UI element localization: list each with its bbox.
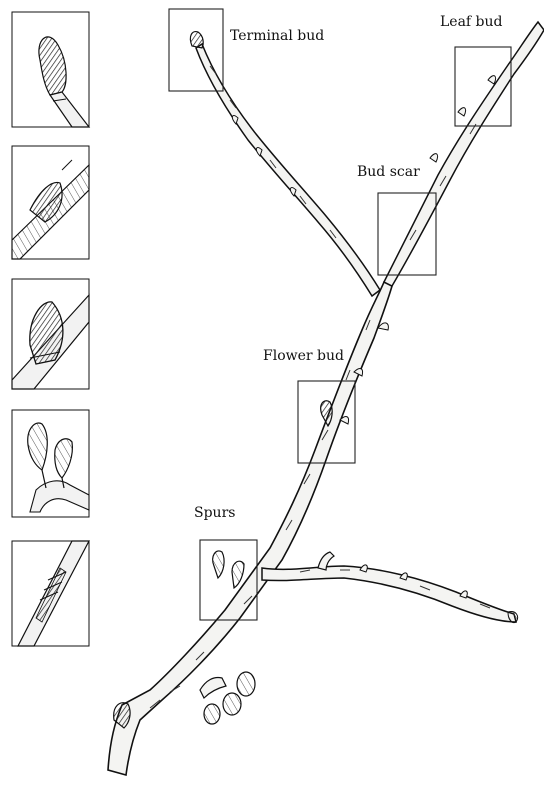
detail-panel-flower-bud xyxy=(12,279,89,389)
label-bud-scar: Bud scar xyxy=(357,164,420,180)
detail-panel-leaf-bud xyxy=(12,146,89,259)
label-leaf-bud: Leaf bud xyxy=(440,14,503,30)
detail-panel-bud-scar xyxy=(12,541,89,646)
detail-panel-terminal-bud xyxy=(12,12,89,127)
main-branch xyxy=(108,22,544,775)
label-terminal-bud: Terminal bud xyxy=(230,28,324,44)
detail-panel-spurs xyxy=(12,410,89,517)
label-spurs: Spurs xyxy=(194,505,235,521)
label-flower-bud: Flower bud xyxy=(263,348,344,364)
